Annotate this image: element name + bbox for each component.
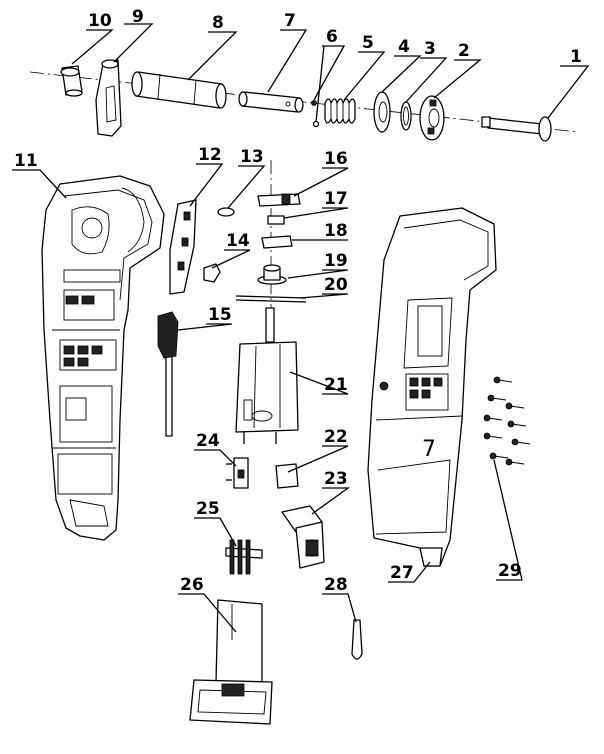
part-10-ring [60, 65, 83, 97]
callout-22: 22 [324, 427, 348, 447]
part-27-right-housing [367, 207, 497, 567]
callout-16: 16 [324, 149, 348, 169]
part-14-clip [203, 263, 221, 283]
part-21-motor [235, 307, 299, 444]
callout-25: 25 [196, 499, 220, 519]
callout-29: 29 [498, 561, 522, 581]
part-13-pin [217, 207, 235, 217]
part-17-key [267, 215, 285, 225]
part-4-ring [373, 91, 391, 133]
callout-labels: 10 9 8 7 6 5 4 3 2 1 11 12 13 16 17 18 1… [14, 7, 582, 595]
callout-13: 13 [240, 147, 264, 167]
callout-24: 24 [196, 431, 220, 451]
part-22-plate [275, 463, 299, 489]
part-9-fork [95, 59, 122, 137]
part-3-snap-ring [400, 101, 412, 131]
callout-15: 15 [208, 305, 232, 325]
part-19-pinion [257, 264, 287, 285]
part-26-battery [189, 599, 273, 725]
part-16-gear-block [257, 193, 301, 207]
callout-12: 12 [198, 145, 222, 165]
callout-1: 1 [570, 47, 582, 67]
part-23-connector [281, 505, 325, 569]
part-18-block [261, 235, 293, 249]
part-11-left-housing [41, 175, 165, 541]
callout-10: 10 [88, 11, 112, 31]
part-12-bracket [169, 199, 197, 295]
callout-6: 6 [326, 27, 338, 47]
part-8-bushing [131, 71, 227, 109]
callout-19: 19 [324, 251, 348, 271]
callout-28: 28 [324, 575, 348, 595]
callout-4: 4 [398, 37, 410, 57]
part-28-spring-clip [351, 619, 363, 660]
callout-8: 8 [212, 13, 224, 33]
callout-18: 18 [324, 221, 348, 241]
callout-26: 26 [180, 575, 204, 595]
callout-14: 14 [226, 231, 250, 251]
callout-23: 23 [324, 469, 348, 489]
callout-7: 7 [284, 11, 296, 31]
part-25-terminal [225, 539, 263, 575]
callout-5: 5 [362, 33, 374, 53]
callout-21: 21 [324, 375, 348, 395]
part-5-spring [324, 98, 356, 124]
callout-9: 9 [132, 7, 144, 27]
part-7-shaft [238, 91, 304, 113]
part-24-switch [226, 457, 249, 489]
callout-17: 17 [324, 189, 348, 209]
callout-2: 2 [458, 41, 470, 61]
part-1-spindle [481, 116, 552, 142]
part-2-flange [419, 95, 445, 141]
leader-lines [12, 23, 590, 633]
callout-27: 27 [390, 563, 414, 583]
part-15-switch-rod [157, 311, 179, 437]
housing-mark: 7 [422, 437, 436, 462]
callout-11: 11 [14, 151, 38, 171]
part-29-screws [483, 376, 531, 466]
callout-3: 3 [424, 39, 436, 59]
part-20-washer [235, 295, 307, 303]
callout-20: 20 [324, 275, 348, 295]
